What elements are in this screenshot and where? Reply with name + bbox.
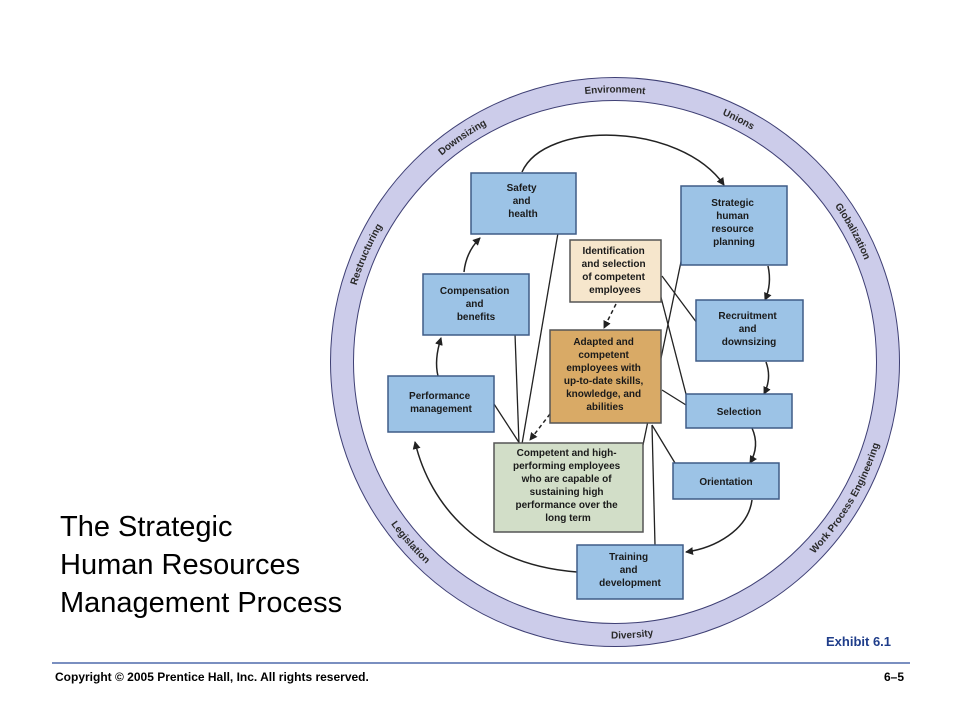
box-competent-high-performing: Competent and high- performing employees… <box>493 442 644 533</box>
arrow-recruitment-to-selection <box>763 361 771 395</box>
box-identification-selection: Identification and selection of competen… <box>569 239 662 303</box>
box-recruitment-downsizing: Recruitment and downsizing <box>695 299 804 362</box>
box-selection: Selection <box>685 393 793 429</box>
box-compensation-label: Compensation and benefits <box>440 286 512 323</box>
flow-arrows <box>412 134 772 573</box>
footer-divider <box>52 662 910 664</box>
box-identification-label: Identification and selection of competen… <box>582 246 649 296</box>
slide-title-line-1: The Strategic <box>60 511 233 543</box>
arrow-selection-to-orientation <box>749 427 757 464</box>
line-identification-to-recruitment <box>661 275 698 324</box>
box-selection-label: Selection <box>717 407 761 418</box>
exhibit-label: Exhibit 6.1 <box>826 634 892 649</box>
arrow-performance-to-compensation <box>435 337 443 377</box>
box-performance-label: Performance management <box>409 391 473 415</box>
slide-title-line-2: Human Resources <box>60 549 301 581</box>
line-adapted-to-orientation <box>651 424 676 464</box>
arrow-strategic-to-recruitment <box>764 265 772 301</box>
process-boxes: Safety and health Strategic human resour… <box>387 172 804 600</box>
arrow-identification-to-adapted <box>603 303 617 329</box>
environment-ring <box>330 77 900 647</box>
copyright-text: Copyright © 2005 Prentice Hall, Inc. All… <box>55 670 369 684</box>
arrow-safety-to-strategic <box>521 134 725 186</box>
arrow-compensation-to-safety <box>463 237 481 273</box>
line-adapted-to-training <box>651 424 656 546</box>
line-adapted-to-selection <box>661 389 687 406</box>
box-training-label: Training and development <box>599 552 661 589</box>
line-competent-to-safety <box>521 232 559 445</box>
ring-label-environment: Environment <box>584 84 647 97</box>
line-competent-to-performance <box>493 403 521 445</box>
slide-title: The Strategic Human Resources Management… <box>60 508 342 622</box>
arrow-orientation-to-training <box>685 499 753 556</box>
box-safety-and-health: Safety and health <box>470 172 577 235</box>
box-performance-management: Performance management <box>387 375 495 433</box>
box-adapted-competent-employees: Adapted and competent employees with up-… <box>549 329 662 424</box>
box-recruitment-label: Recruitment and downsizing <box>718 311 779 348</box>
box-strategic-hr-planning: Strategic human resource planning <box>680 185 788 266</box>
box-compensation-benefits: Compensation and benefits <box>422 273 530 336</box>
box-safety-label: Safety and health <box>507 183 540 220</box>
box-competent-label: Competent and high- performing employees… <box>513 448 623 524</box>
box-training-development: Training and development <box>576 544 684 600</box>
box-orientation: Orientation <box>672 462 780 500</box>
arrow-training-to-performance <box>412 441 578 573</box>
page-number: 6–5 <box>884 670 905 684</box>
dashed-arrows <box>529 303 617 441</box>
line-competent-to-compensation <box>514 333 520 445</box>
box-strategic-label: Strategic human resource planning <box>711 198 757 248</box>
box-adapted-label: Adapted and competent employees with up-… <box>564 337 646 413</box>
slide-title-line-3: Management Process <box>60 587 343 619</box>
box-orientation-label: Orientation <box>699 477 752 488</box>
arrow-adapted-to-competent <box>529 413 551 441</box>
ring-label-diversity: Diversity <box>611 628 654 642</box>
